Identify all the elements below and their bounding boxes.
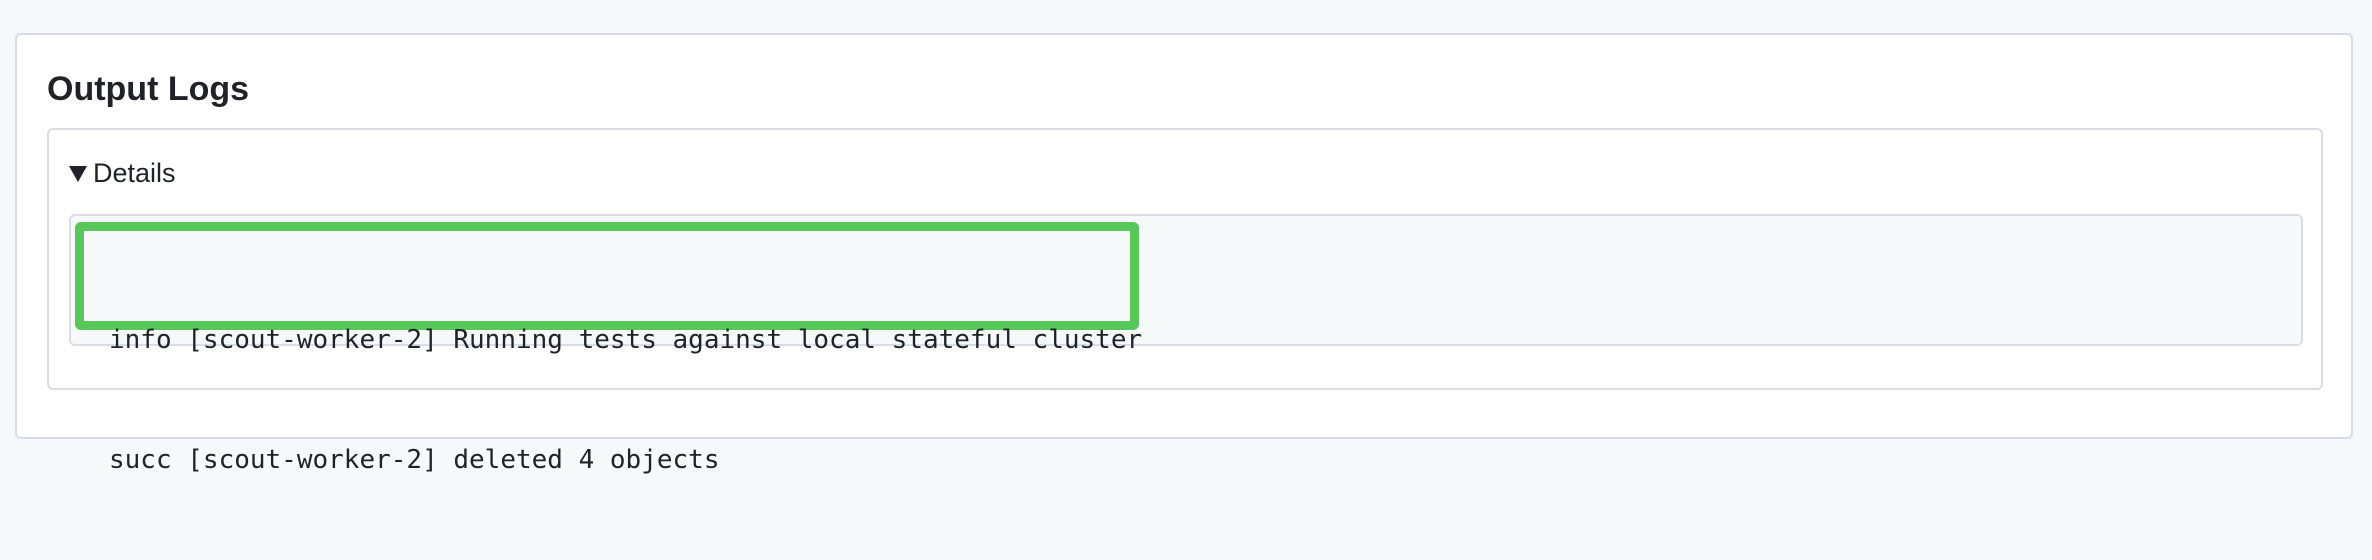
- details-summary-label: Details: [93, 158, 176, 188]
- log-lines: info [scout-worker-2] Running tests agai…: [109, 240, 1142, 560]
- triangle-down-icon: [69, 166, 87, 182]
- highlight-box: [75, 222, 1139, 330]
- log-output-area: info [scout-worker-2] Running tests agai…: [69, 214, 2303, 475]
- log-line: succ [scout-worker-2] deleted 4 objects: [109, 445, 720, 475]
- output-logs-panel: Output Logs Details info [scout-worker-2…: [15, 33, 2353, 475]
- panel-title: Output Logs: [47, 70, 250, 108]
- details-summary-toggle[interactable]: Details: [69, 156, 176, 190]
- log-line: info [scout-worker-2] Running tests agai…: [109, 325, 1143, 355]
- details-section: Details info [scout-worker-2] Running te…: [47, 128, 2323, 475]
